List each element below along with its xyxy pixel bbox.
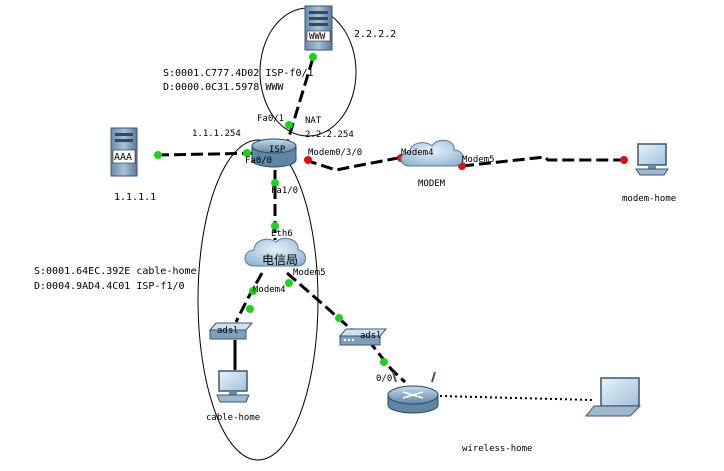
- server-tower-icon: [110, 127, 138, 177]
- dsl-modem-icon: [208, 322, 254, 340]
- wireless-home-router[interactable]: [387, 371, 439, 414]
- adsl-modem-1[interactable]: adsl: [208, 322, 254, 340]
- link-adsl2-wireless[interactable]: [366, 339, 407, 384]
- interface-label: Modem4: [401, 148, 434, 158]
- interface-label: 1.1.1.254: [192, 129, 241, 139]
- modem-name-label: adsl: [360, 331, 382, 341]
- desktop-pc-icon: [216, 370, 250, 403]
- wireless-router-icon: [387, 371, 439, 414]
- server-tower-icon: [304, 5, 333, 51]
- port-light: [285, 121, 293, 129]
- port-light: [246, 305, 254, 313]
- router-name-label: ISP: [269, 145, 286, 155]
- cable-home-highlight-ring: [197, 139, 319, 461]
- interface-label: Modem4: [253, 285, 286, 295]
- cloud-name-label: MODEM: [418, 179, 446, 189]
- port-light: [271, 179, 279, 187]
- port-light: [243, 149, 251, 157]
- interface-label: Eth6: [271, 229, 293, 239]
- link-modemcloud-laptop[interactable]: [461, 155, 624, 168]
- cloud-name-label: 电信局: [262, 253, 298, 267]
- link-wireless-laptop[interactable]: [439, 395, 593, 401]
- cloud-icon: [244, 237, 306, 267]
- nat-source-annotation: S:0001.C777.4D02 ISP-f0/1: [163, 68, 314, 79]
- interface-label: Modem5: [462, 155, 495, 165]
- adsl-modem-2[interactable]: adsl: [338, 328, 388, 346]
- modem-cloud[interactable]: MODEM: [400, 139, 464, 189]
- isp-router[interactable]: ISP: [251, 138, 297, 168]
- server-name-label: AAA: [114, 152, 132, 163]
- interface-label: Modem0/3/0: [308, 148, 362, 158]
- port-light: [620, 156, 628, 164]
- server-name-label: WWW: [309, 32, 326, 42]
- laptop-icon: [635, 143, 669, 176]
- cable-source-annotation: S:0001.64EC.392E cable-home: [34, 266, 197, 277]
- dsl-modem-icon: [338, 328, 388, 346]
- link-isp-modemcloud[interactable]: [304, 156, 399, 172]
- cable-destination-annotation: D:0004.9AD4.4C01 ISP-f1/0: [34, 281, 185, 292]
- interface-label: 2.2.2.254: [305, 130, 354, 140]
- link-dianxin-adsl2[interactable]: [286, 271, 353, 332]
- port-light: [154, 151, 162, 159]
- aaa-ip-label: 1.1.1.1: [114, 192, 156, 203]
- interface-label: Fa0/0: [245, 156, 272, 166]
- modem-name-label: adsl: [217, 326, 239, 336]
- interface-label: Modem5: [293, 268, 326, 278]
- interface-label: Fa1/0: [271, 186, 298, 196]
- laptop-icon: [584, 377, 642, 417]
- www-ip-label: 2.2.2.2: [354, 29, 396, 40]
- port-light: [380, 358, 388, 366]
- interface-label: 0/0: [376, 374, 392, 384]
- router-icon: [251, 138, 297, 168]
- nat-destination-annotation: D:0000.0C31.5978 WWW: [163, 82, 284, 93]
- port-light: [304, 156, 312, 164]
- port-light: [309, 53, 317, 61]
- port-light: [285, 279, 293, 287]
- wireless-home-laptop[interactable]: [584, 377, 642, 417]
- device-name-label: cable-home: [206, 413, 260, 423]
- port-light: [249, 287, 257, 295]
- device-name-label: modem-home: [622, 194, 676, 204]
- link-dianxin-adsl1[interactable]: [234, 272, 264, 323]
- device-name-label: wireless-home: [462, 444, 532, 454]
- port-light: [335, 314, 343, 322]
- aaa-server[interactable]: AAA: [110, 127, 138, 177]
- port-light: [271, 222, 279, 230]
- modem-home-laptop[interactable]: modem-home: [622, 143, 676, 204]
- cloud-icon: [400, 139, 464, 167]
- cable-home-pc[interactable]: cable-home: [206, 370, 260, 423]
- interface-label: NAT: [305, 116, 322, 126]
- www-server[interactable]: WWW: [304, 5, 333, 51]
- interface-label: Fa0/1: [257, 114, 284, 124]
- dianxin-cloud[interactable]: 电信局: [244, 237, 306, 267]
- link-aaa-isp[interactable]: [156, 151, 269, 157]
